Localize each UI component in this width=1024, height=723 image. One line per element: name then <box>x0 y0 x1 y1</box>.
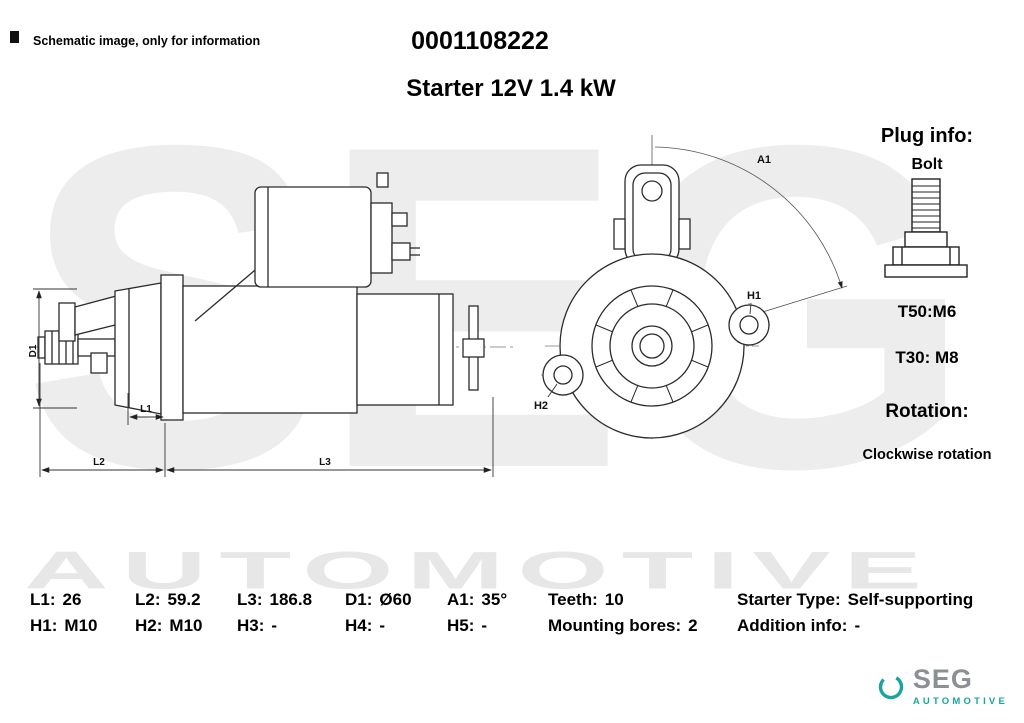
part-number: 0001108222 <box>411 27 549 55</box>
spec-starter-type: Starter Type:Self-supporting <box>737 590 974 609</box>
side-view-geometry <box>37 172 485 421</box>
spec-h4: H4:- <box>345 616 386 635</box>
seg-ring-icon <box>878 674 904 699</box>
rotation-heading: Rotation: <box>885 401 969 422</box>
spec-a1: A1:35° <box>447 590 508 609</box>
plug-type-label: Bolt <box>911 156 943 173</box>
spec-teeth: Teeth:10 <box>548 590 624 609</box>
front-view-ribs <box>595 289 709 403</box>
rotation-value: Clockwise rotation <box>862 447 992 463</box>
dim-label-a1: A1 <box>757 154 771 166</box>
dim-label-l1: L1 <box>140 404 152 415</box>
side-view-drawing: D1 L1 L2 L3 <box>28 172 513 477</box>
seg-logo: SEG AUTOMOTIVE <box>877 666 1008 707</box>
seg-logo-subtext: AUTOMOTIVE <box>912 696 1008 707</box>
dim-label-l3: L3 <box>319 457 331 468</box>
seg-logo-textblock: SEG AUTOMOTIVE <box>912 664 1008 708</box>
specs-table: L1:26 L2:59.2 L3:186.8 D1:Ø60 A1:35° Tee… <box>30 590 973 642</box>
spec-h5: H5:- <box>447 616 488 635</box>
plug-info-panel: Plug info: Bolt T50:M6 T30: M8 Rot <box>842 125 1012 595</box>
spec-l1: L1:26 <box>30 590 82 609</box>
dim-label-h1: H1 <box>747 290 761 302</box>
seg-logo-text: SEG <box>912 664 973 694</box>
dim-label-l2: L2 <box>93 457 105 468</box>
spec-addition-info: Addition info:- <box>737 616 861 635</box>
side-view-dimension-lines <box>33 288 494 477</box>
bolt-icon <box>884 178 968 278</box>
corner-mark <box>10 31 19 43</box>
plug-t50-spec: T50:M6 <box>897 302 957 321</box>
spec-h2: H2:M10 <box>135 616 203 635</box>
product-title: Starter 12V 1.4 kW <box>406 75 616 102</box>
spec-h3: H3:- <box>237 616 278 635</box>
front-view-drawing: A1 H1 H2 <box>534 135 848 439</box>
dim-label-h2: H2 <box>534 400 548 412</box>
disclaimer-text: Schematic image, only for information <box>33 34 261 48</box>
spec-l3: L3:186.8 <box>237 590 313 609</box>
spec-h1: H1:M10 <box>30 616 98 635</box>
spec-d1: D1:Ø60 <box>345 590 412 609</box>
front-view-geometry <box>542 164 770 439</box>
spec-l2: L2:59.2 <box>135 590 201 609</box>
front-view-leaders <box>547 302 752 398</box>
watermark-automotive: AUTOMOTIVE <box>24 540 936 600</box>
spec-mounting-bores: Mounting bores:2 <box>548 616 698 635</box>
plug-t30-spec: T30: M8 <box>895 348 959 367</box>
plug-info-heading: Plug info: <box>880 125 974 147</box>
dim-label-d1: D1 <box>28 344 39 357</box>
